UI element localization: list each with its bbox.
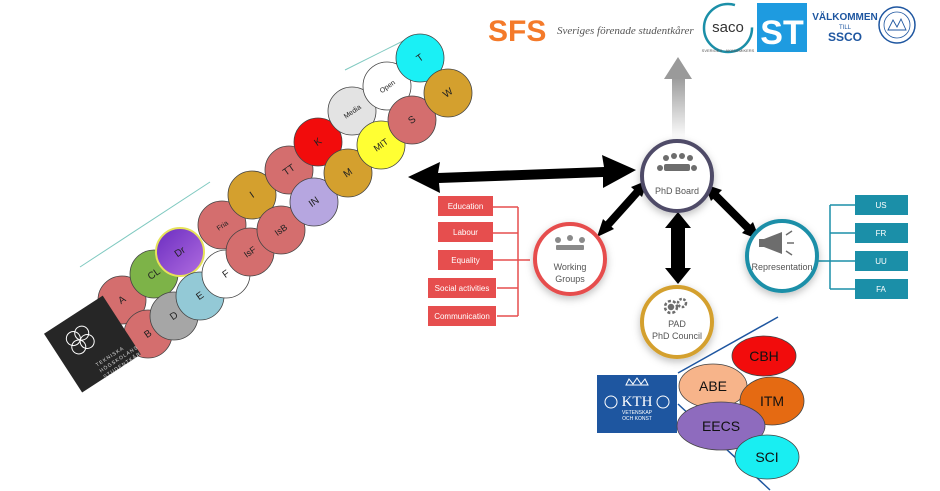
- saco-ring-text: SVERIGES · AKADEMIKERS: [702, 48, 755, 53]
- working-group-item-label: Social activities: [435, 284, 490, 293]
- school-label: ITM: [760, 393, 784, 409]
- working-groups-node: [533, 222, 607, 296]
- representation-item-fa: FA: [855, 279, 908, 299]
- st-mark: ST: [760, 14, 804, 52]
- sfs-name: Sveriges förenade studentkårer: [557, 25, 694, 37]
- pad-label-2: PhD Council: [652, 331, 702, 341]
- working-group-item-label: Communication: [434, 312, 490, 321]
- school-sci: SCI: [734, 434, 800, 480]
- chapter-cluster: ABCLDDrEFriaFIIsFTTIsBKINMediaMOpenMITTS…: [79, 33, 473, 359]
- kth-line1: VETENSKAP: [622, 410, 653, 416]
- chapter-in: IN: [289, 177, 339, 227]
- board-working-arrow: [597, 180, 648, 237]
- chapter-m: M: [323, 148, 373, 198]
- chapter-i: I: [227, 170, 277, 220]
- representation-item-us: US: [855, 195, 908, 215]
- crest-seal-icon: [878, 6, 916, 44]
- working-groups-label-1: Working: [554, 262, 587, 272]
- chapter-s: S: [387, 95, 437, 145]
- ths-knot-icon: [65, 325, 95, 355]
- working-group-item: Social activities: [428, 278, 496, 298]
- representation-node: [745, 219, 819, 293]
- chapter-k: K: [293, 117, 343, 167]
- representation-item-label: FA: [876, 285, 886, 294]
- working-group-item-label: Labour: [453, 228, 478, 237]
- working-group-item: Communication: [428, 306, 496, 326]
- saco-mark: saco: [712, 19, 744, 36]
- chapter-label: I: [248, 190, 257, 201]
- chapter-isb: IsB: [256, 205, 306, 255]
- board-pad-arrow: [665, 212, 691, 284]
- up-arrow-icon: [664, 57, 692, 139]
- representation-bracket: [818, 204, 855, 290]
- chapters-board-arrow: [408, 155, 636, 193]
- saco-ring-icon: [702, 2, 754, 54]
- chapter-open: Open: [362, 61, 412, 111]
- pad-label-1: PAD: [668, 319, 686, 329]
- working-group-item-label: Education: [448, 202, 484, 211]
- school-circles: CBH ABE ITM EECS SCI: [676, 335, 805, 480]
- representation-item-uu: UU: [855, 251, 908, 271]
- working-bracket: [493, 206, 530, 317]
- chapter-label: F: [221, 268, 232, 281]
- working-group-item: Equality: [438, 250, 493, 270]
- ssco-line3: SSCO: [828, 30, 862, 44]
- chapter-circles: ABCLDDrEFriaFIIsFTTIsBKINMediaMOpenMITTS…: [97, 33, 473, 359]
- representation-item-label: FR: [876, 229, 887, 238]
- sfs-mark: SFS: [488, 15, 546, 48]
- representation-list: US FR UU FA: [855, 195, 908, 299]
- chapter-w: W: [423, 68, 473, 118]
- ssco-line2: TILL: [839, 25, 852, 31]
- sfs-logo: SFS Sveriges förenade studentkårer: [488, 15, 694, 48]
- ssco-line1: VÄLKOMMEN: [812, 10, 878, 23]
- kth-name: KTH: [622, 394, 653, 410]
- representation-item-fr: FR: [855, 223, 908, 243]
- st-logo: ST: [757, 3, 807, 52]
- representation-item-label: UU: [875, 257, 887, 266]
- phd-board-node: [640, 139, 714, 213]
- school-label: SCI: [755, 449, 778, 465]
- ths-logo: [44, 295, 141, 393]
- school-label: ABE: [699, 378, 727, 394]
- kth-logo: KTH VETENSKAP OCH KONST: [597, 375, 677, 433]
- school-abe: ABE: [678, 363, 748, 409]
- representation-label: Representation: [751, 262, 812, 272]
- kth-line2: OCH KONST: [622, 416, 652, 422]
- pad-node: [640, 285, 714, 359]
- chapter-t: T: [395, 33, 445, 83]
- school-eecs: EECS: [676, 401, 766, 451]
- chapter-dr: Dr: [155, 227, 205, 277]
- chapter-media: Media: [327, 86, 377, 136]
- working-group-item: Labour: [438, 222, 493, 242]
- working-group-item: Education: [438, 196, 493, 216]
- school-cbh: CBH: [731, 335, 797, 377]
- representation-item-label: US: [875, 201, 886, 210]
- megaphone-icon: [759, 230, 794, 256]
- team-icon: [555, 235, 585, 250]
- board-representation-arrow: [704, 184, 760, 240]
- chapter-label: T: [415, 52, 426, 65]
- crown-icon: [604, 377, 670, 409]
- meeting-icon: [657, 153, 697, 171]
- gears-icon: [663, 297, 688, 315]
- ssco-logo: VÄLKOMMEN TILL SSCO: [812, 10, 878, 44]
- school-label: EECS: [702, 418, 740, 434]
- phd-board-label: PhD Board: [655, 186, 699, 196]
- working-group-item-label: Equality: [451, 256, 479, 265]
- saco-logo: saco SVERIGES · AKADEMIKERS: [702, 2, 755, 54]
- school-label: CBH: [749, 348, 779, 364]
- working-groups-label-2: Groups: [555, 274, 585, 284]
